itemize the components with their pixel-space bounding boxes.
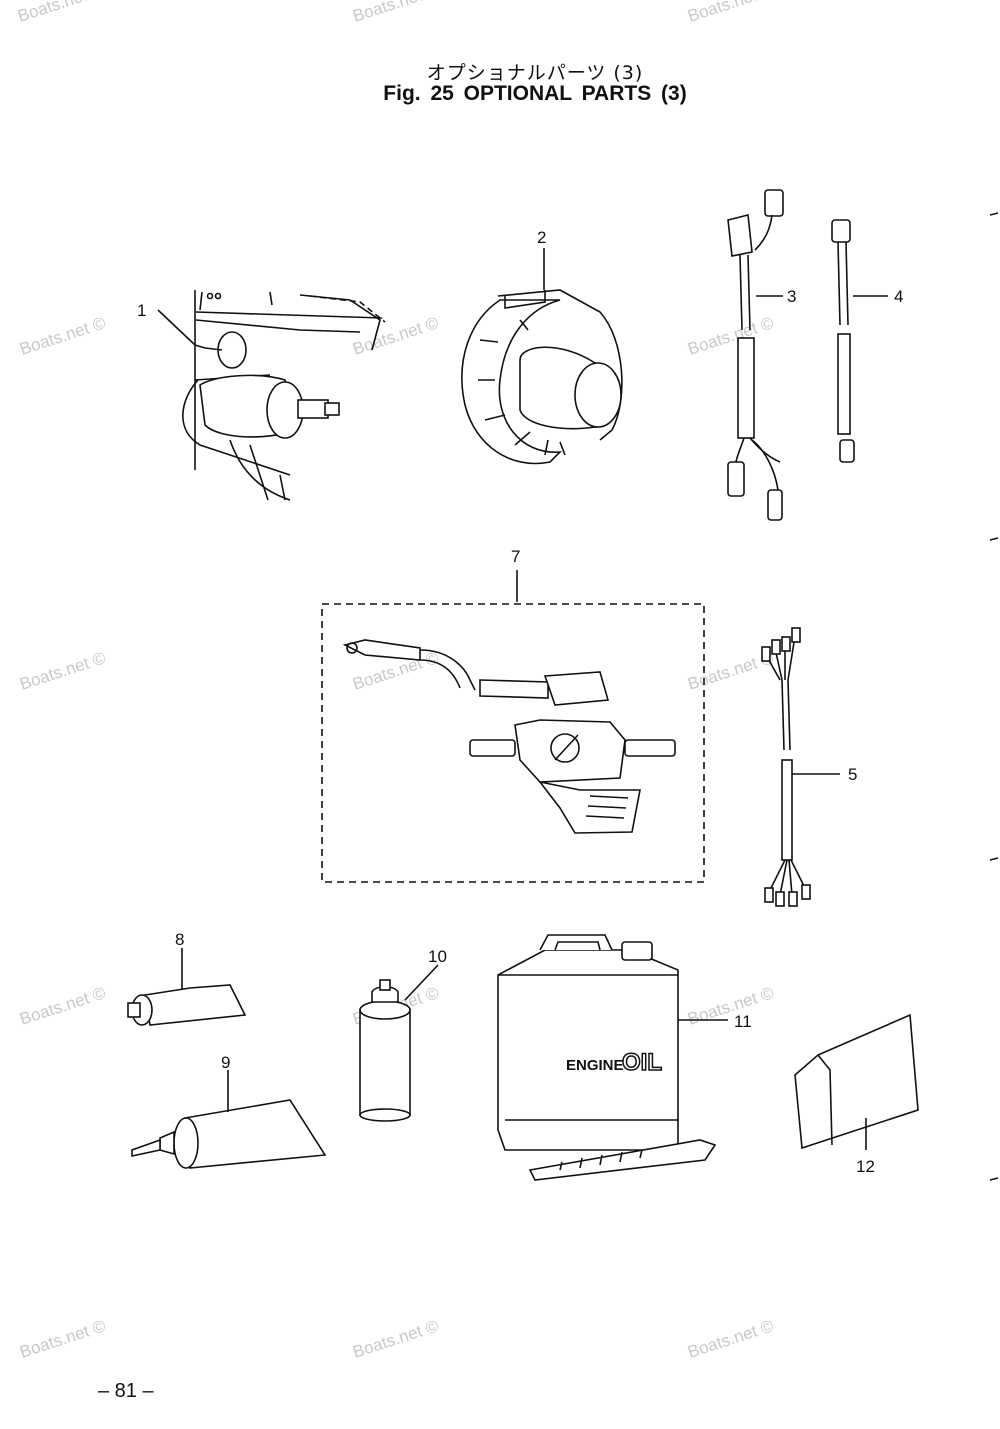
callout-2: 2: [537, 228, 546, 247]
part-1-starter-assembly: [182, 290, 386, 501]
callout-12: 12: [856, 1157, 875, 1176]
watermark: Boats.net ©: [17, 1316, 108, 1362]
callout-5: 5: [848, 765, 857, 784]
callout-9: 9: [221, 1053, 230, 1072]
callout-1: 1: [137, 301, 146, 320]
callout-11: 11: [734, 1012, 752, 1031]
part-2-flywheel-cover: [461, 289, 623, 465]
watermark: Boats.net ©: [350, 0, 441, 26]
watermark: Boats.net ©: [350, 1316, 441, 1362]
figure-title: Fig. 25 OPTIONAL PARTS (3): [383, 82, 687, 105]
watermark: Boats.net ©: [685, 0, 776, 26]
callout-8: 8: [175, 930, 184, 949]
part-7-grease-pump-kit: [321, 603, 705, 883]
jug-label-engine: ENGINE: [566, 1057, 624, 1074]
watermark: Boats.net ©: [17, 648, 108, 694]
watermark: Boats.net ©: [685, 983, 776, 1029]
watermark: Boats.net ©: [17, 313, 108, 359]
callout-4: 4: [894, 287, 903, 306]
edge-marks: [989, 212, 999, 1181]
page-number: – 81 –: [98, 1380, 154, 1402]
part-8-small-tube: [127, 984, 247, 1026]
callout-10: 10: [428, 947, 447, 966]
part-12-bag: [794, 1013, 919, 1150]
leader-lines: [157, 248, 888, 1150]
jug-label-oil: OIL: [622, 1049, 662, 1076]
part-9-tube-with-nozzle: [131, 1099, 327, 1169]
part-3-wire-harness: [727, 189, 784, 521]
part-5-wire-set: [761, 627, 811, 907]
watermark: Boats.net ©: [15, 0, 106, 26]
callout-numbers: 1 2 3 4 7 5 8 9 10 11 12: [137, 228, 903, 1176]
watermark: Boats.net ©: [350, 313, 441, 359]
watermark: Boats.net ©: [685, 313, 776, 359]
watermark: Boats.net ©: [17, 983, 108, 1029]
callout-7: 7: [511, 547, 520, 566]
figure-title-japanese: オプショナルパーツ (3): [426, 62, 644, 84]
part-10-spray-can: [359, 979, 411, 1122]
callout-3: 3: [787, 287, 796, 306]
part-11-engine-oil-jug: ENGINE OIL: [497, 934, 717, 1181]
watermark: Boats.net ©: [685, 1316, 776, 1362]
part-4-lead-wire: [831, 219, 855, 463]
